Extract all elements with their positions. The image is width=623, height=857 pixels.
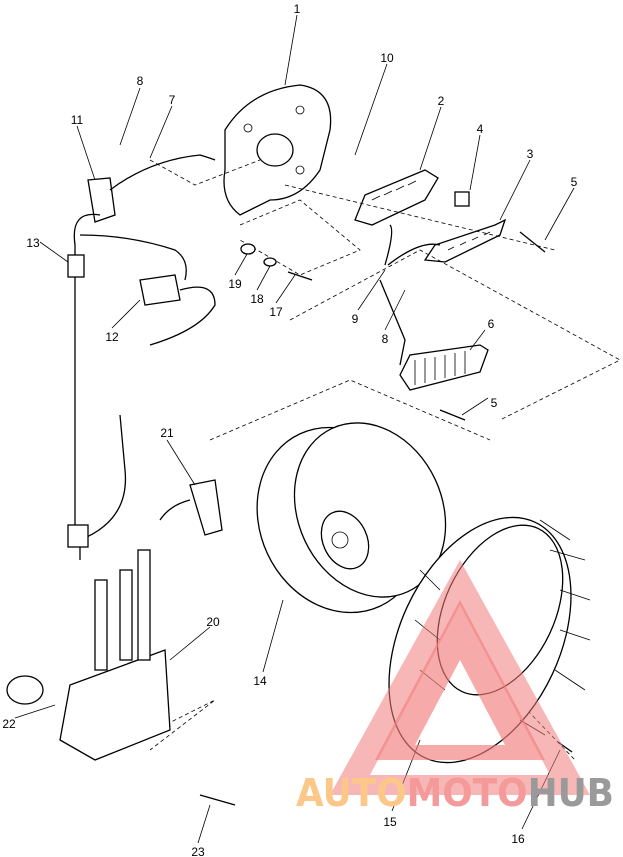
callout-4: 4 (477, 122, 484, 136)
callout-19: 19 (228, 277, 242, 291)
callout-8b: 8 (382, 332, 389, 346)
callout-8: 8 (137, 74, 144, 88)
callout-6: 6 (488, 317, 495, 331)
lighting-coil (423, 218, 507, 263)
callout-16: 16 (511, 832, 525, 846)
callout-22: 22 (2, 717, 16, 731)
callout-12: 12 (105, 330, 119, 344)
ignition-coil (59, 549, 171, 761)
callout-20: 20 (206, 615, 220, 629)
callout-10: 10 (380, 51, 394, 65)
wiring-harness (67, 154, 441, 560)
spacer (454, 191, 470, 207)
voltage-regulator (399, 344, 489, 421)
leader-lines (14, 14, 575, 844)
callout-3: 3 (527, 147, 534, 161)
callout-13: 13 (26, 236, 40, 250)
callout-7: 7 (169, 93, 176, 107)
callout-21: 21 (160, 426, 174, 440)
watermark-moto: MOTO (407, 771, 528, 815)
mounting-bolt (199, 794, 236, 806)
washers-and-bolt (240, 243, 313, 281)
callout-11: 11 (71, 113, 84, 127)
watermark-hub: HUB (528, 771, 614, 815)
callout-5: 5 (571, 175, 578, 189)
spark-plug-cap (159, 479, 223, 536)
callout-18: 18 (250, 292, 264, 306)
callout-2: 2 (438, 94, 445, 108)
screw (519, 231, 546, 253)
charging-coil (354, 169, 439, 226)
callout-labels: 1 10 2 4 3 5 8 7 11 13 19 18 17 9 8 6 5 … (2, 2, 577, 857)
callout-14: 14 (253, 674, 267, 688)
callout-15: 15 (383, 815, 397, 829)
rubber-mount (6, 675, 44, 705)
callout-9: 9 (352, 312, 359, 326)
watermark-auto: AUTO (296, 771, 407, 815)
callout-23: 23 (191, 845, 205, 857)
flywheel (256, 422, 447, 614)
callout-5b: 5 (491, 396, 498, 410)
watermark-logo: AUTOMOTOHUB (296, 560, 614, 815)
callout-17: 17 (269, 305, 283, 319)
stator-plate (223, 84, 332, 216)
callout-1: 1 (294, 2, 301, 16)
svg-text:AUTOMOTOHUB: AUTOMOTOHUB (296, 771, 614, 815)
